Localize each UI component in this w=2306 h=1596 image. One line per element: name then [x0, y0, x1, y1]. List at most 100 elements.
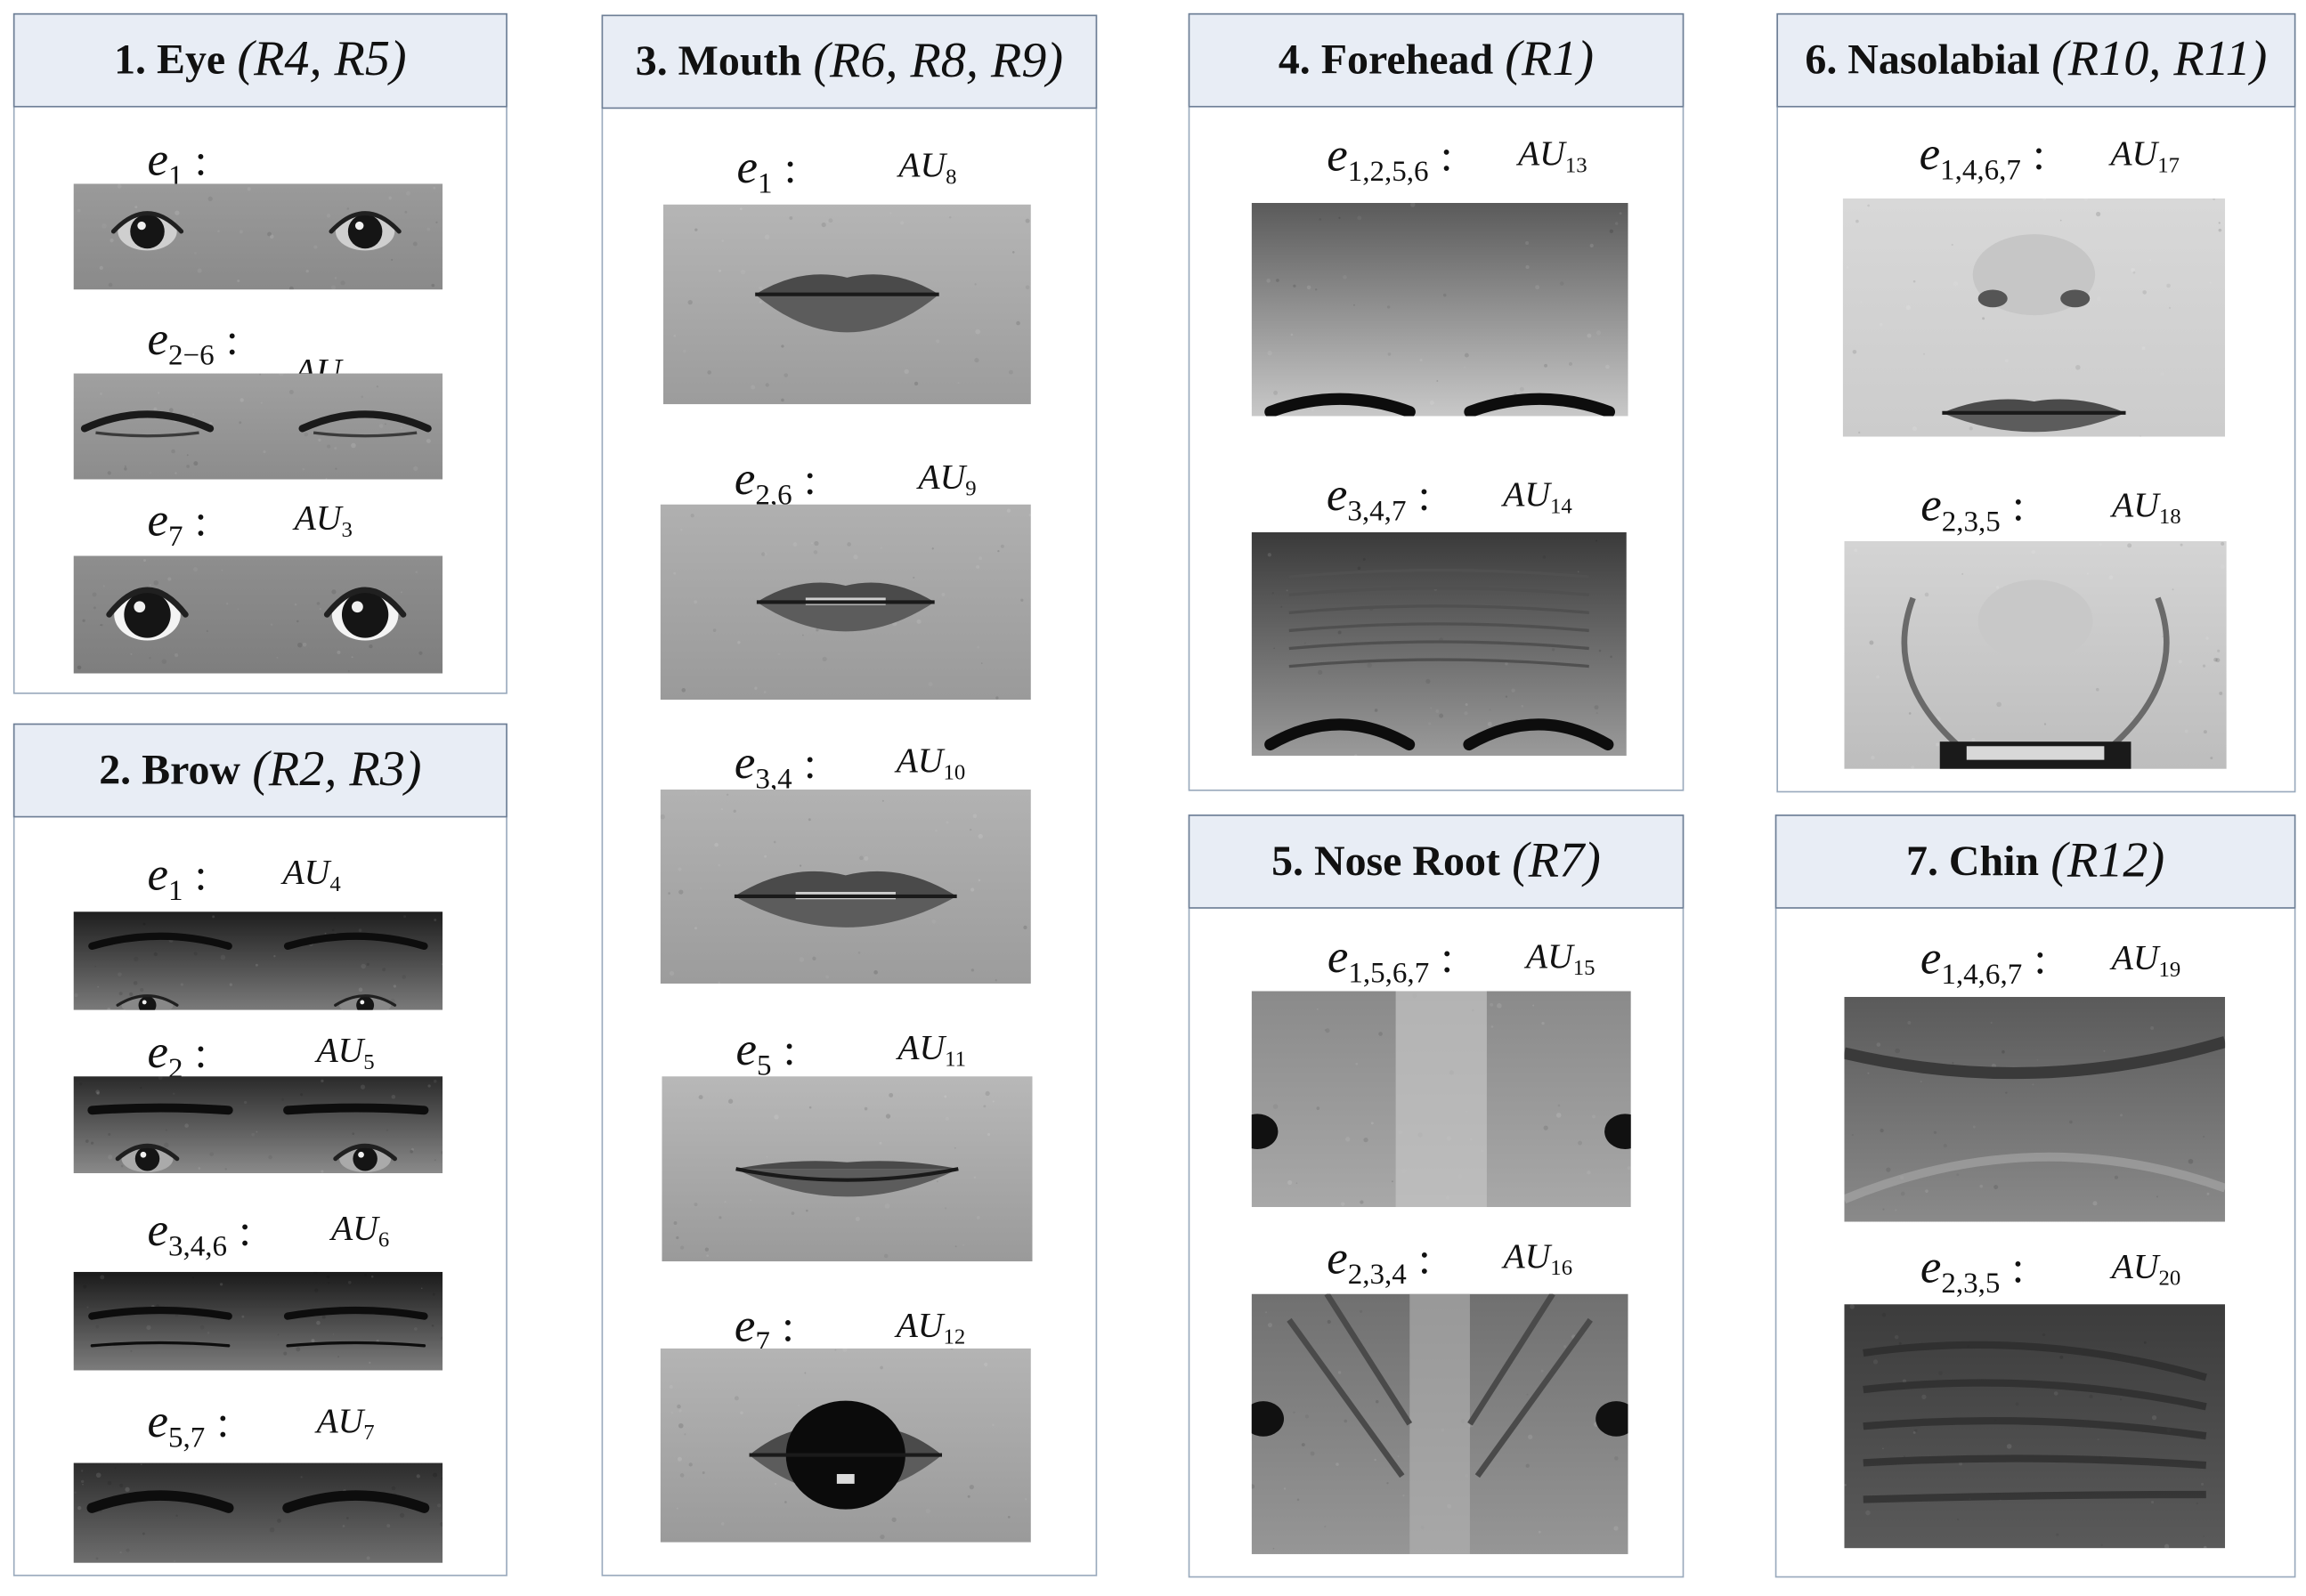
expression-label: e1: — [736, 139, 797, 200]
action-unit-index: 13 — [1564, 154, 1587, 178]
action-unit-label: AU3 — [294, 499, 353, 543]
action-unit-index: 20 — [2158, 1267, 2181, 1292]
expression-index: 7 — [167, 520, 183, 554]
action-unit-index: 8 — [946, 166, 957, 190]
action-unit-label: AU14 — [1503, 476, 1572, 520]
eye-au-image — [73, 373, 443, 480]
mouth-au-image — [662, 1076, 1033, 1262]
expression-label: e1,2,5,6: — [1327, 127, 1453, 189]
eye-au-image — [73, 555, 443, 674]
eye-au-image — [73, 183, 443, 290]
action-unit-label: AU7 — [316, 1402, 375, 1446]
expression-index: 2−6 — [167, 339, 215, 372]
action-unit-label: AU10 — [896, 742, 966, 786]
action-unit-label: AU4 — [282, 854, 341, 897]
expression-index: 1,4,6,7 — [1940, 154, 2021, 187]
chin-panel-region: (R12) — [2050, 833, 2165, 888]
mouth-au-image — [662, 204, 1031, 405]
expression-label: e3,4,6: — [147, 1203, 252, 1263]
action-unit-label: AU16 — [1503, 1237, 1573, 1281]
action-unit-index: 7 — [363, 1422, 375, 1446]
expression-index: 2,3,5 — [1941, 1267, 2001, 1300]
expression-index: 1 — [167, 874, 183, 908]
action-unit-index: 15 — [1572, 957, 1596, 981]
expression-index: 1,2,5,6 — [1347, 156, 1429, 189]
brow-panel-header: 2. Brow(R2, R3) — [12, 723, 507, 818]
nose-root-panel-title: 5. Nose Root — [1271, 837, 1500, 885]
expression-label: e3,4,7: — [1326, 467, 1431, 528]
expression-index: 5,7 — [167, 1422, 206, 1454]
mouth-au-image — [660, 790, 1031, 984]
action-unit-index: 6 — [378, 1228, 390, 1253]
action-unit-label: AU13 — [1517, 134, 1587, 178]
chin-au-image — [1844, 1304, 2226, 1549]
action-unit-label: AU6 — [330, 1210, 390, 1253]
action-unit-index: 16 — [1550, 1257, 1573, 1281]
expression-index: 3,4,7 — [1347, 495, 1407, 528]
action-unit-label: AU20 — [2111, 1248, 2181, 1292]
expression-label: e2−6: — [147, 312, 239, 372]
brow-panel-region: (R2, R3) — [252, 742, 422, 798]
action-unit-label: AU12 — [896, 1307, 966, 1350]
action-unit-label: AU18 — [2111, 486, 2181, 530]
action-unit-label: AU9 — [918, 458, 977, 502]
expression-label: e5,7: — [147, 1393, 230, 1454]
expression-label: e1,4,6,7: — [1920, 930, 2047, 992]
nose-root-panel-region: (R7) — [1512, 833, 1601, 888]
action-unit-label: AU11 — [897, 1029, 966, 1073]
action-unit-label: AU15 — [1525, 937, 1596, 981]
action-unit-index: 9 — [965, 477, 977, 502]
nose-root-au-image — [1251, 1293, 1628, 1554]
action-unit-index: 11 — [945, 1048, 966, 1073]
brow-panel-title: 2. Brow — [99, 746, 241, 794]
brow-au-image — [73, 1462, 443, 1563]
eye-panel-title: 1. Eye — [114, 36, 226, 84]
expression-label: e7: — [734, 1298, 794, 1359]
expression-index: 3,4,6 — [167, 1230, 228, 1263]
action-unit-index: 3 — [341, 519, 353, 543]
mouth-panel-header: 3. Mouth(R6, R8, R9) — [601, 14, 1098, 109]
mouth-au-image — [660, 504, 1031, 701]
expression-label: e2,3,5: — [1920, 1239, 2025, 1300]
action-unit-index: 14 — [1549, 495, 1572, 520]
nasolabial-panel-region: (R10, R11) — [2051, 32, 2268, 87]
expression-index: 2,3,4 — [1347, 1258, 1407, 1292]
action-unit-index: 18 — [2158, 506, 2181, 530]
forehead-panel-header: 4. Forehead(R1) — [1188, 12, 1685, 108]
chin-panel-header: 7. Chin(R12) — [1774, 814, 2296, 909]
expression-label: e1: — [147, 847, 207, 908]
expression-index: 1,4,6,7 — [1941, 958, 2023, 992]
chin-panel-title: 7. Chin — [1905, 837, 2040, 885]
forehead-panel-title: 4. Forehead — [1278, 36, 1494, 84]
mouth-panel-region: (R6, R8, R9) — [813, 33, 1064, 89]
expression-index: 2,3,5 — [1941, 506, 2001, 539]
mouth-au-image — [660, 1348, 1031, 1543]
expression-label: e1,4,6,7: — [1919, 126, 2045, 187]
forehead-au-image — [1251, 531, 1627, 757]
brow-au-image — [73, 1076, 443, 1174]
action-unit-label: AU19 — [2111, 939, 2181, 983]
nasolabial-au-image — [1842, 198, 2226, 437]
nasolabial-panel-title: 6. Nasolabial — [1805, 36, 2040, 84]
expression-label: e3,4: — [734, 734, 816, 796]
action-unit-label: AU8 — [898, 147, 957, 190]
expression-index: 1 — [758, 167, 773, 200]
expression-label: e1,5,6,7: — [1327, 928, 1454, 990]
nasolabial-panel-header: 6. Nasolabial(R10, R11) — [1776, 12, 2296, 108]
expression-index: 5 — [757, 1049, 772, 1082]
nose-root-au-image — [1251, 991, 1631, 1208]
action-unit-label: AU17 — [2110, 134, 2180, 178]
eye-panel-region: (R4, R5) — [237, 32, 407, 87]
expression-label: e2,3,5: — [1920, 477, 2025, 539]
action-unit-index: 17 — [2157, 154, 2180, 178]
nasolabial-au-image — [1844, 540, 2227, 769]
forehead-au-image — [1251, 202, 1628, 417]
action-unit-index: 10 — [943, 761, 966, 786]
expression-label: e2,3,4: — [1327, 1230, 1431, 1292]
mouth-panel-title: 3. Mouth — [635, 37, 802, 85]
forehead-panel-region: (R1) — [1505, 32, 1595, 87]
action-unit-index: 19 — [2158, 958, 2181, 983]
expression-label: e7: — [147, 492, 207, 554]
nose-root-panel-header: 5. Nose Root(R7) — [1188, 814, 1685, 909]
